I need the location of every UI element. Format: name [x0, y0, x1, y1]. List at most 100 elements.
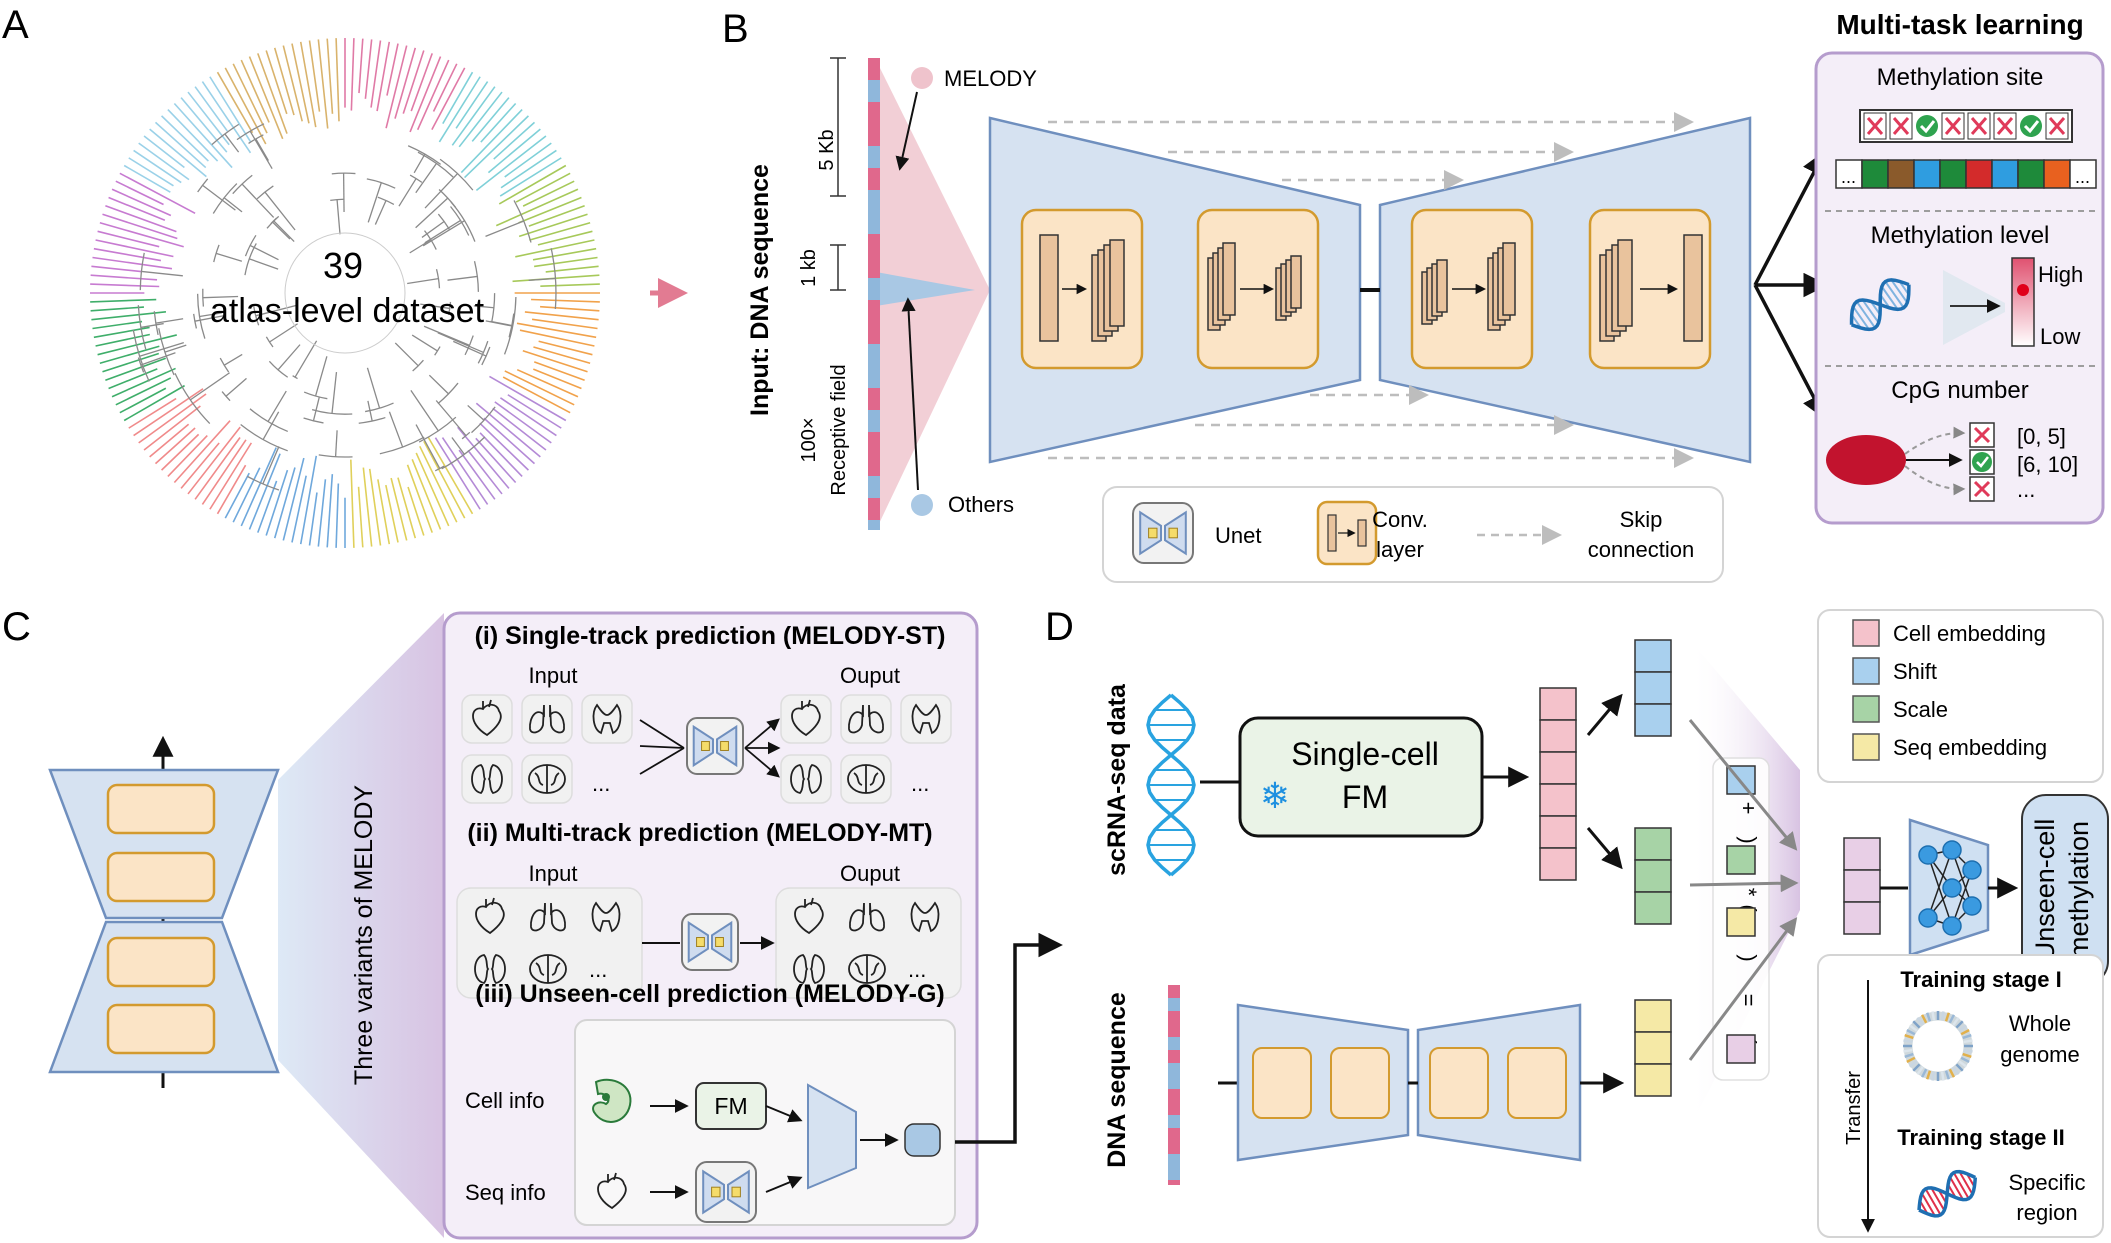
- three-variants-label: Three variants of MELODY: [350, 785, 378, 1085]
- level-low: Low: [2040, 324, 2080, 349]
- training-box: [1817, 954, 2104, 1238]
- st-input: Input: [529, 663, 578, 688]
- panel-c: Three variants of MELODY (i) Single-trac…: [48, 611, 1063, 1240]
- scale-5kb: 5 Kb: [816, 129, 838, 170]
- legend-unet-label: Unet: [1215, 523, 1261, 548]
- st-title: (i) Single-track prediction (MELODY-ST): [475, 622, 946, 650]
- receptive-field-2: Receptive field: [828, 364, 850, 495]
- formula-paren-close-2: ): [1736, 954, 1761, 961]
- scale-vector: [1634, 827, 1672, 925]
- legend-swatch: [1852, 733, 1880, 761]
- others-label: Others: [948, 492, 1014, 517]
- cpg-bin-3: ...: [2017, 477, 2035, 502]
- unseen-output-1: Unseen-cell: [2030, 819, 2060, 962]
- d-unet-decoder: [1416, 1003, 1582, 1162]
- mt-input: Input: [529, 861, 578, 886]
- d-legend-box: [1817, 609, 2104, 783]
- transfer-label: Transfer: [1843, 1071, 1865, 1145]
- cell-info-label: Cell info: [465, 1088, 544, 1113]
- shift-vector: [1634, 639, 1672, 737]
- mt-output: Ouput: [840, 861, 900, 886]
- heart-icon: [475, 901, 505, 935]
- conv-legend-icon: [1316, 500, 1378, 566]
- specific-region-2: region: [2016, 1200, 2077, 1225]
- dna-sequence-strip: [868, 58, 880, 530]
- g-decoder-shape: [807, 1083, 857, 1190]
- heart-icon: [597, 1176, 627, 1210]
- heart-icon: [472, 703, 502, 737]
- formula-equals: =: [1736, 994, 1761, 1007]
- scale-1kb: 1 kb: [798, 249, 820, 287]
- st-ellipsis: ...: [911, 771, 929, 796]
- level-scale-bar: [2011, 257, 2035, 347]
- merged-embedding-vector: [1843, 837, 1881, 935]
- seq-embedding-vector: [1634, 999, 1672, 1097]
- check-mark-icon: [2020, 115, 2042, 137]
- mt-title: (ii) Multi-track prediction (MELODY-MT): [467, 819, 932, 847]
- scrna-helix-icon: [1146, 693, 1196, 877]
- receptive-field-1: 100×: [798, 417, 820, 462]
- fm-title-2: FM: [1342, 779, 1388, 815]
- thyroid-icon: [591, 901, 621, 933]
- legend-label: Cell embedding: [1893, 621, 2046, 646]
- formula-times: *: [1736, 888, 1761, 897]
- cpg-bin-2: [6, 10]: [2017, 452, 2078, 477]
- unseen-output-2: methylation: [2064, 821, 2094, 959]
- legend-skip-1: Skip: [1620, 507, 1663, 532]
- legend-label: Scale: [1893, 697, 1948, 722]
- whole-genome-1: Whole: [2009, 1011, 2071, 1036]
- unet-encoder: [988, 116, 1362, 464]
- legend-label: Seq embedding: [1893, 735, 2047, 760]
- skip-connections: [1048, 112, 1694, 468]
- fm-title-1: Single-cell: [1291, 736, 1439, 772]
- kidney-icon: [474, 954, 506, 984]
- snowflake-icon: ❄: [1260, 775, 1290, 816]
- scrna-label: scRNA-seq data: [1103, 683, 1131, 876]
- neural-net-icon: [1908, 818, 1990, 957]
- kidney-icon: [793, 954, 825, 984]
- lung-icon: [529, 704, 565, 734]
- cpg-title: CpG number: [1891, 377, 2028, 404]
- genome-ring-icon: [1903, 1011, 1973, 1081]
- unet-legend-icon: [1132, 502, 1194, 564]
- unet-legend-box: [1102, 486, 1724, 583]
- g-output-box: [904, 1123, 941, 1157]
- input-label: Input: DNA sequence: [746, 164, 774, 416]
- g-title: (iii) Unseen-cell prediction (MELODY-G): [475, 980, 944, 1008]
- region-helix-icon: [1917, 1169, 1978, 1218]
- kidney-icon: [790, 764, 822, 794]
- seq-info-label: Seq info: [465, 1180, 546, 1205]
- formula-plus: +: [1736, 802, 1761, 815]
- mt-ellipsis: ...: [908, 957, 926, 982]
- thyroid-icon: [910, 901, 940, 933]
- cell-embedding-vector: [1539, 687, 1577, 881]
- dataset-count: 39: [323, 245, 363, 286]
- legend-swatch: [1852, 657, 1880, 685]
- stage1-title: Training stage I: [1900, 967, 2061, 992]
- level-title: Methylation level: [1871, 222, 2050, 249]
- dna-helix-icon: [1849, 278, 1911, 332]
- fm-label: FM: [714, 1093, 747, 1119]
- heart-icon: [794, 901, 824, 935]
- specific-region-1: Specific: [2008, 1170, 2085, 1195]
- site-title: Methylation site: [1877, 64, 2044, 91]
- legend-swatch: [1852, 695, 1880, 723]
- film-formula: (+)*()=: [1726, 765, 1761, 1064]
- site-color-track: ......: [1835, 159, 2097, 189]
- cpg-region-ellipse: [1826, 435, 1906, 485]
- level-high: High: [2038, 262, 2083, 287]
- dna-seq-label: DNA sequence: [1103, 992, 1131, 1168]
- thyroid-icon: [911, 703, 941, 735]
- legend-swatch: [1852, 619, 1880, 647]
- lung-icon: [530, 902, 566, 932]
- site-marks-row: [1859, 109, 2073, 143]
- cell-icon: [592, 1078, 632, 1123]
- panel-d: scRNA-seq data DNA sequence Single-cell …: [1103, 609, 2109, 1238]
- multitask-panel: Multi-task learning Methylation site ...…: [1814, 9, 2105, 525]
- melody-label: MELODY: [944, 66, 1037, 91]
- panel-label-b: B: [722, 7, 749, 51]
- stage2-title: Training stage II: [1897, 1125, 2064, 1150]
- legend-label: Shift: [1893, 659, 1937, 684]
- check-mark-icon: [1972, 452, 1992, 472]
